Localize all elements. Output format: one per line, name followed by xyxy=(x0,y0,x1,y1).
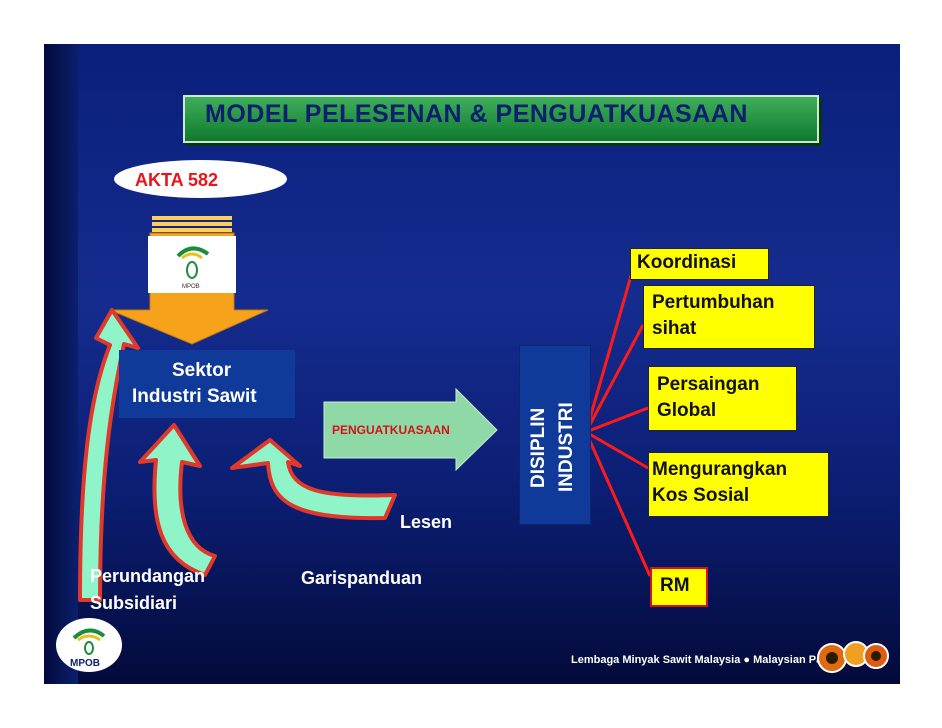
persaingan-line1: Persaingan xyxy=(657,374,760,395)
left-band xyxy=(44,44,78,684)
akta-label: AKTA 582 xyxy=(135,170,219,190)
input-arrows xyxy=(78,308,397,602)
industri-label: INDUSTRI xyxy=(556,402,577,492)
mengurangkan-box xyxy=(648,452,829,517)
outcome-lines xyxy=(584,261,652,577)
footer-logo-lettering: MPOB xyxy=(70,658,100,669)
page-title: MODEL PELESENAN & PENGUATKUASAAN xyxy=(205,100,748,128)
sektor-line2: Industri Sawit xyxy=(132,386,257,407)
disiplin-label: DISIPLIN xyxy=(528,407,549,488)
mengurangkan-line2: Kos Sosial xyxy=(652,485,750,506)
garispanduan-label: Garispanduan xyxy=(301,568,423,588)
persaingan-box xyxy=(648,366,797,431)
mpob-logo: MPOB xyxy=(148,236,236,293)
koordinasi-box xyxy=(630,248,769,280)
rm-box xyxy=(650,567,708,607)
mpob-footer-logo: MPOB xyxy=(56,618,122,672)
mengurangkan-line1: Mengurangkan xyxy=(652,459,788,480)
akta-oval xyxy=(114,160,287,198)
palm-fruit-icon xyxy=(817,641,889,673)
disiplin-box xyxy=(519,345,591,525)
sektor-box xyxy=(119,350,295,418)
koordinasi-label: Koordinasi xyxy=(637,252,737,273)
rm-label: RM xyxy=(660,575,690,596)
lesen-label: Lesen xyxy=(400,512,453,532)
title-banner xyxy=(183,95,819,143)
persaingan-line2: Global xyxy=(657,400,717,421)
perundangan-line1: Perundangan xyxy=(90,566,206,586)
pertumbuhan-line1: Pertumbuhan xyxy=(652,292,775,313)
pertumbuhan-line2: sihat xyxy=(652,318,697,339)
penguatkuasaan-label: PENGUATKUASAAN xyxy=(332,423,450,437)
footer-text: Lembaga Minyak Sawit Malaysia ● Malaysia… xyxy=(571,654,888,666)
sektor-line1: Sektor xyxy=(172,360,232,381)
pertumbuhan-box xyxy=(643,285,815,349)
penguatkuasaan-arrow xyxy=(323,387,498,472)
perundangan-line2: Subsidiari xyxy=(90,593,178,613)
logo-lettering: MPOB xyxy=(182,284,200,290)
